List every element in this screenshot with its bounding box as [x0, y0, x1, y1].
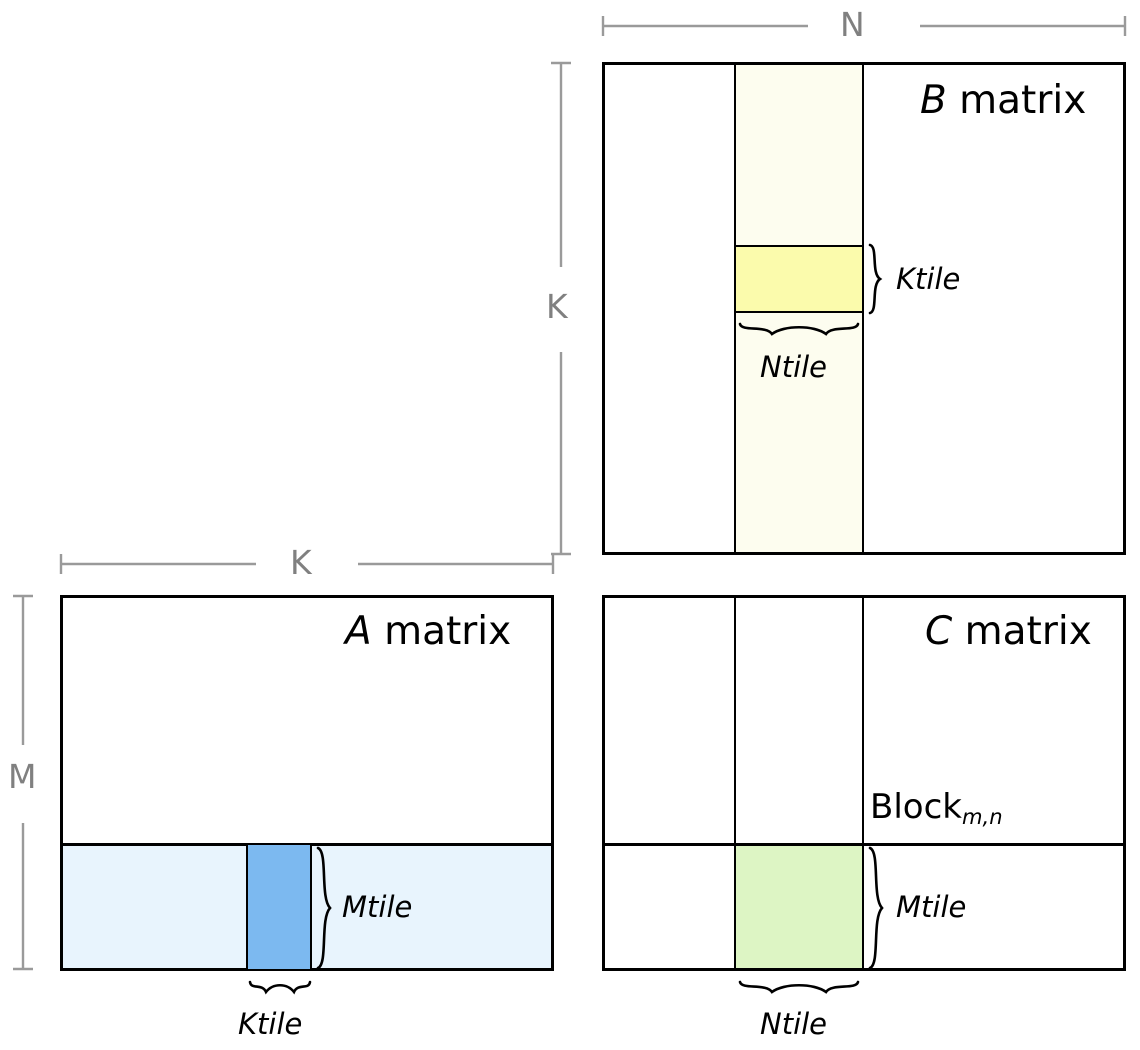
b-matrix-word: matrix [959, 78, 1087, 123]
a-ktile-brace [248, 980, 312, 995]
dimension-label-n: N [840, 5, 865, 44]
a-row-strip-top-line [60, 843, 554, 846]
b-ktile-label: Ktile [896, 262, 961, 296]
c-column-left-line [734, 598, 736, 968]
c-mtile-label: Mtile [896, 890, 967, 924]
a-matrix-symbol: A [345, 609, 372, 654]
b-ntile-brace [738, 322, 860, 336]
b-matrix-box [602, 62, 1126, 555]
c-block-label: Blockm,n [870, 787, 1003, 827]
dimension-label-m: M [8, 757, 37, 796]
dimension-label-k-vertical: K [546, 287, 568, 326]
c-matrix-title: C matrix [925, 612, 1092, 651]
c-matrix-word: matrix [964, 609, 1092, 654]
c-output-tile [735, 846, 863, 968]
dimension-line-m [13, 594, 33, 971]
a-matrix-title: A matrix [345, 612, 511, 651]
c-matrix-box [602, 595, 1126, 971]
c-row-top-line [602, 843, 1126, 846]
c-tile-left-line [734, 845, 736, 969]
b-ntile-label: Ntile [760, 350, 828, 384]
c-column-right-line [862, 598, 864, 968]
b-ktile-tile [734, 245, 864, 313]
dimension-label-k-horizontal: K [290, 543, 312, 582]
a-ktile-tile [246, 845, 312, 969]
c-tile-right-line [862, 845, 864, 969]
c-ntile-brace [738, 980, 860, 994]
a-ktile-label: Ktile [238, 1007, 303, 1041]
dimension-line-n [601, 16, 1127, 36]
c-matrix-symbol: C [925, 609, 953, 654]
b-ktile-brace [868, 243, 883, 315]
c-ntile-label: Ntile [760, 1007, 828, 1041]
b-matrix-title: B matrix [920, 81, 1086, 120]
c-block-label-text: Block [870, 787, 962, 827]
b-matrix-symbol: B [920, 78, 947, 123]
c-block-label-subscript: m,n [961, 804, 1003, 830]
dimension-line-k-vertical [551, 61, 571, 556]
a-mtile-brace [316, 846, 332, 970]
dimension-line-k-horizontal [59, 554, 555, 574]
a-matrix-word: matrix [384, 609, 512, 654]
a-mtile-label: Mtile [342, 890, 413, 924]
c-mtile-brace [868, 846, 884, 970]
